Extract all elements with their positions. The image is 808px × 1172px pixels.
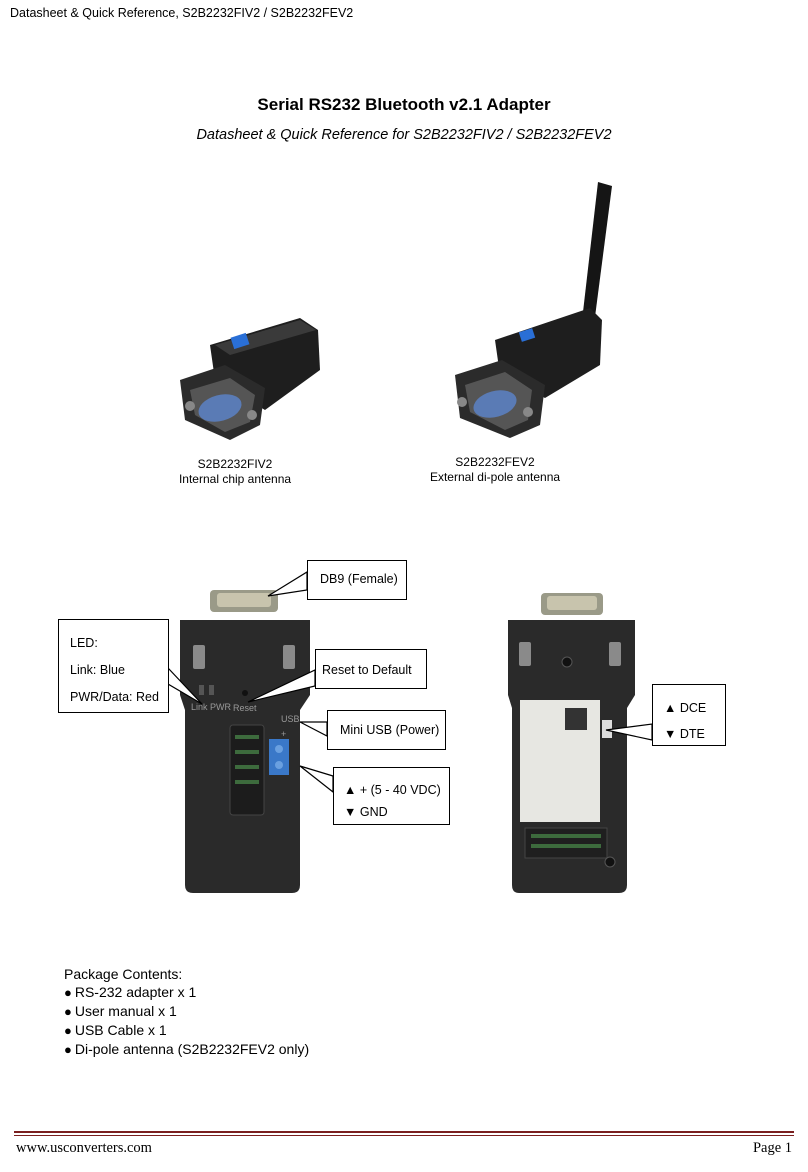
list-item: USB Cable x 1 (64, 1021, 309, 1040)
footer-website: www.usconverters.com (16, 1140, 152, 1156)
callout-switch: ▲ DCE ▼ DTE (652, 684, 726, 746)
callout-usb: Mini USB (Power) (327, 710, 446, 750)
device-usb-label: USB (281, 714, 300, 724)
callout-db9: DB9 (Female) (307, 560, 407, 600)
leader-led (167, 666, 203, 705)
device-plus-label: + (281, 729, 286, 739)
document-subtitle: Datasheet & Quick Reference for S2B2232F… (196, 127, 612, 143)
device-reset-label: Reset (233, 703, 257, 713)
running-header: Datasheet & Quick Reference, S2B2232FIV2… (10, 6, 354, 20)
leader-switch (605, 723, 653, 741)
callout-power: ▲ + (5 - 40 VDC) ▼ GND (333, 767, 450, 825)
list-item: Di-pole antenna (S2B2232FEV2 only) (64, 1040, 309, 1059)
footer-page-number: Page 1 (752, 1140, 792, 1156)
leader-reset (247, 669, 316, 703)
list-item: User manual x 1 (64, 1002, 309, 1021)
product-caption-fev2: S2B2232FEV2 External di-pole antenna (429, 455, 561, 484)
leader-power (299, 765, 334, 794)
device-back-photo (508, 593, 635, 893)
footer-rule-thin (14, 1135, 794, 1136)
callout-led: LED: Link: Blue PWR/Data: Red (58, 619, 169, 713)
package-contents: Package Contents: RS-232 adapter x 1 Use… (64, 965, 309, 1059)
product-photo-internal-antenna (180, 318, 320, 440)
product-caption-fiv2: S2B2232FIV2 Internal chip antenna (178, 457, 292, 486)
package-title: Package Contents: (64, 966, 183, 982)
leader-usb (299, 721, 328, 737)
device-led-labels: Link PWR (191, 702, 232, 712)
product-photo-external-antenna (455, 182, 612, 438)
footer-rule (14, 1131, 794, 1133)
callout-reset: Reset to Default (315, 649, 427, 689)
list-item: RS-232 adapter x 1 (64, 983, 309, 1002)
leader-db9 (267, 570, 308, 597)
document-title: Serial RS232 Bluetooth v2.1 Adapter (257, 95, 551, 114)
